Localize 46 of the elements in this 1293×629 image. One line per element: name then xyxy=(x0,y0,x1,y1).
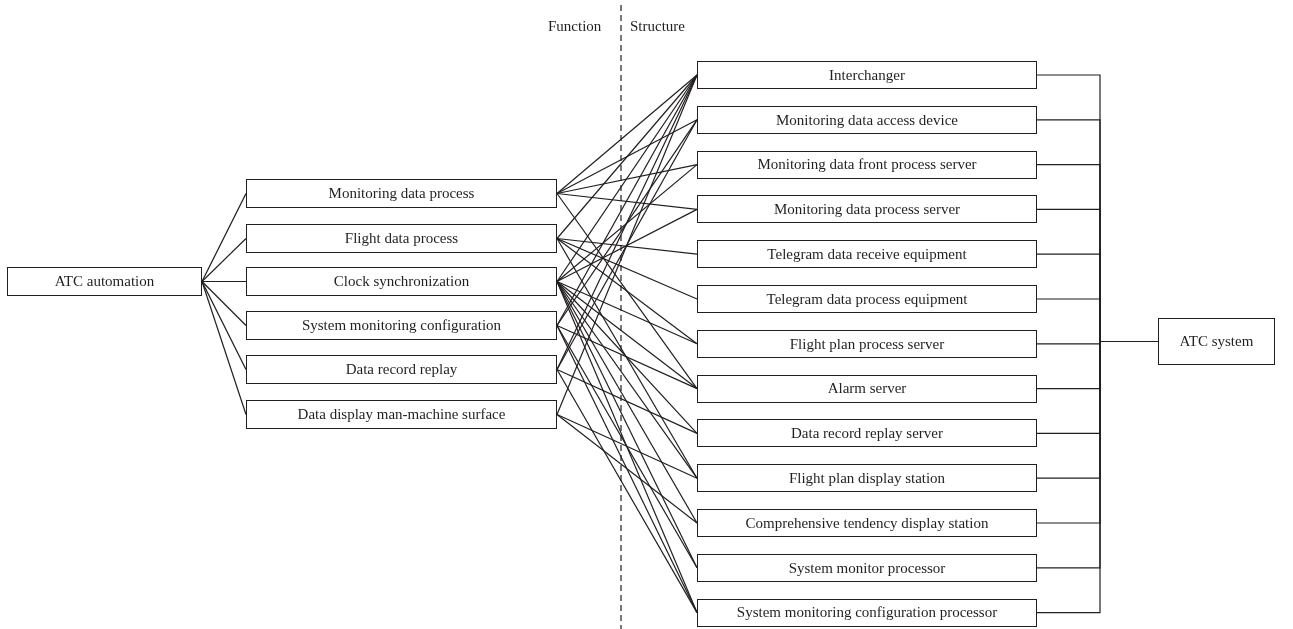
process-box: Monitoring data access device xyxy=(697,105,1037,134)
connector-line xyxy=(201,280,247,283)
process-box: ATC automation xyxy=(7,267,202,296)
connector-line xyxy=(556,237,698,300)
connector-line xyxy=(201,192,247,283)
connector-line xyxy=(556,192,698,390)
connector-line xyxy=(201,280,247,327)
connector-line xyxy=(201,280,247,416)
process-box: Flight plan process server xyxy=(697,329,1037,358)
connector-line xyxy=(556,208,698,283)
process-box: Flight plan display station xyxy=(697,464,1037,493)
connector-line xyxy=(556,237,698,255)
process-box: Data record replay xyxy=(246,355,557,384)
process-box: Comprehensive tendency display station xyxy=(697,509,1037,537)
process-box: Telegram data receive equipment xyxy=(697,240,1037,269)
process-box: Monitoring data process xyxy=(246,179,557,208)
connector-line xyxy=(556,74,698,240)
connector-line xyxy=(556,74,698,195)
process-box: Alarm server xyxy=(697,374,1037,403)
connector-line xyxy=(556,413,698,524)
process-box: Data display man-machine surface xyxy=(246,400,557,429)
connector-line xyxy=(556,413,698,479)
connector-line xyxy=(556,368,698,614)
process-box: System monitoring configuration processor xyxy=(697,598,1037,627)
connector-line xyxy=(556,368,698,434)
connector-line xyxy=(556,237,698,345)
connector-line xyxy=(556,119,698,195)
connector-line xyxy=(556,164,698,195)
connector-line xyxy=(556,324,698,390)
process-box: System monitor processor xyxy=(697,553,1037,582)
connector-line xyxy=(556,280,698,345)
connector-line xyxy=(201,280,247,371)
process-box: Flight data process xyxy=(246,224,557,253)
connector-line xyxy=(556,119,698,371)
process-box: System monitoring configuration xyxy=(246,311,557,340)
process-box: Interchanger xyxy=(697,61,1037,89)
process-box: Telegram data process equipment xyxy=(697,285,1037,313)
process-box: Monitoring data front process server xyxy=(697,150,1037,179)
connector-line xyxy=(556,192,698,210)
connector-line xyxy=(201,237,247,283)
process-box: Data record replay server xyxy=(697,419,1037,448)
process-box: ATC system xyxy=(1158,318,1275,365)
process-box: Clock synchronization xyxy=(246,267,557,296)
connector-line xyxy=(556,119,698,327)
connector-line xyxy=(556,164,698,283)
process-box: Monitoring data process server xyxy=(697,195,1037,224)
